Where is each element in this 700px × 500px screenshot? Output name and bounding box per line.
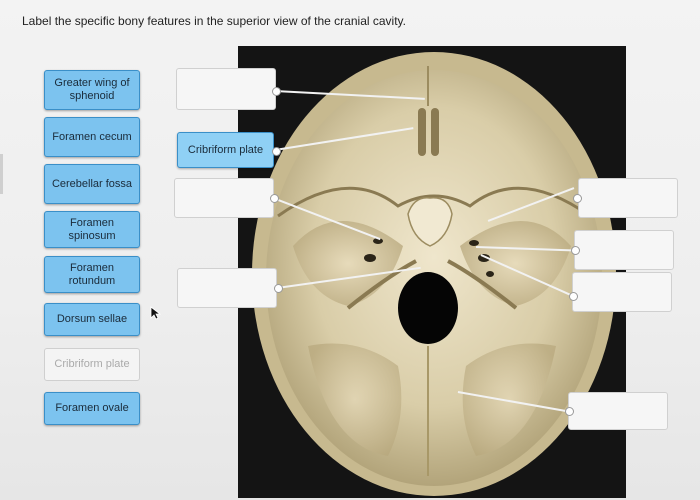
anchor-dot-left-2[interactable] (271, 146, 281, 156)
drop-zone-right-1[interactable] (578, 178, 678, 218)
label-cribriform-plate-used[interactable]: Cribriform plate (44, 348, 140, 381)
anchor-dot-left-1[interactable] (271, 86, 281, 96)
anchor-dot-right-1[interactable] (572, 193, 582, 203)
cerebellar-fossa-left (308, 343, 402, 456)
foramen-left-2 (364, 254, 376, 262)
foramen-right-1 (469, 240, 479, 246)
anchor-dot-right-2[interactable] (570, 245, 580, 255)
foramen-right-3 (486, 271, 494, 277)
label-dorsum-sellae[interactable]: Dorsum sellae (44, 303, 140, 336)
petrous-ridge-right (447, 259, 518, 310)
instruction-text: Label the specific bony features in the … (22, 14, 406, 28)
label-foramen-cecum[interactable]: Foramen cecum (44, 117, 140, 157)
cribriform-right (431, 108, 439, 156)
drop-zone-left-1[interactable] (176, 68, 276, 110)
drop-zone-right-3[interactable] (572, 272, 672, 312)
drop-zone-left-2[interactable]: Cribriform plate (177, 132, 274, 168)
cribriform-left (418, 108, 426, 156)
anchor-dot-left-3[interactable] (269, 193, 279, 203)
drop-zone-left-4[interactable] (177, 268, 277, 308)
mouse-pointer-icon (150, 306, 162, 320)
foramen-magnum (398, 272, 458, 344)
sella-turcica (407, 197, 453, 247)
label-cerebellar-fossa[interactable]: Cerebellar fossa (44, 164, 140, 204)
label-foramen-ovale[interactable]: Foramen ovale (44, 392, 140, 425)
left-edge-bar (0, 154, 3, 194)
drop-zone-left-3[interactable] (174, 178, 274, 218)
drop-zone-right-2[interactable] (574, 230, 674, 270)
label-greater-wing-of-sphenoid[interactable]: Greater wing of sphenoid (44, 70, 140, 110)
cranial-cavity-image (238, 46, 626, 498)
drop-zone-right-4[interactable] (568, 392, 668, 430)
sphenoid-ridge (277, 186, 591, 218)
anchor-dot-right-3[interactable] (568, 291, 578, 301)
label-foramen-rotundum[interactable]: Foramen rotundum (44, 256, 140, 293)
skull-illustration (252, 52, 616, 496)
label-foramen-spinosum[interactable]: Foramen spinosum (44, 211, 140, 248)
foramen-left-1 (373, 238, 383, 244)
anchor-dot-right-4[interactable] (564, 406, 574, 416)
petrous-ridge-left (346, 259, 417, 310)
anchor-dot-left-4[interactable] (273, 283, 283, 293)
